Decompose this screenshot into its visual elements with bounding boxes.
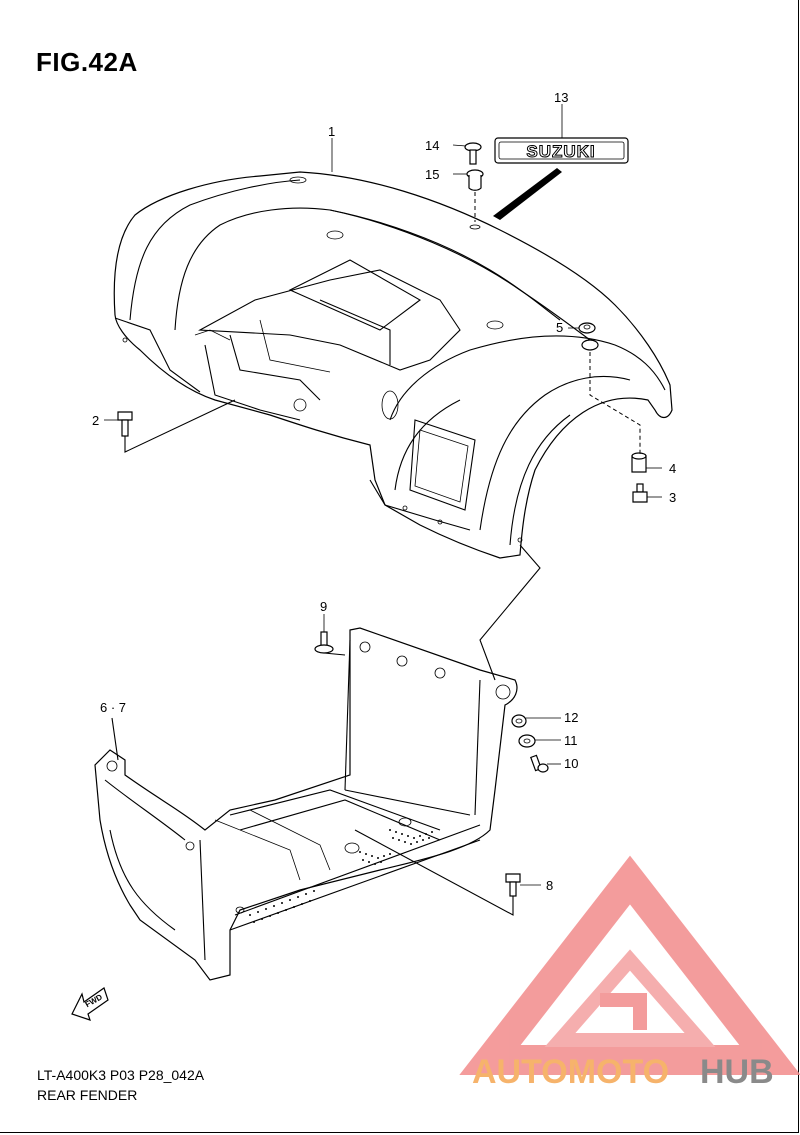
callout-2: 2: [92, 413, 99, 428]
callout-13: 13: [554, 90, 568, 105]
footrest-part: [94, 627, 518, 981]
watermark-logo: [459, 855, 800, 1075]
forward-direction-arrow: FWD: [71, 987, 109, 1021]
callout-14: 14: [425, 138, 439, 153]
callout-5: 5: [556, 320, 563, 335]
callout-6-7: 6 · 7: [100, 700, 126, 715]
callout-10: 10: [564, 756, 578, 771]
callout-8: 8: [546, 878, 553, 893]
watermark-text: AUTOMOTO HUB: [472, 1053, 774, 1091]
suzuki-decal-text: SUZUKI: [526, 142, 595, 161]
callout-3: 3: [669, 490, 676, 505]
washer-part-11: [518, 734, 536, 748]
callout-4: 4: [669, 461, 676, 476]
callout-labels: 1 2 3 4 5 6 · 7 8 9 10 11 12 13 14 15: [92, 90, 676, 893]
suzuki-decal-part: SUZUKI: [493, 137, 629, 220]
bolt-part-10: [530, 754, 549, 773]
bolt-part-8: [505, 873, 521, 897]
callout-1: 1: [328, 124, 335, 139]
watermark-part2: HUB: [700, 1053, 774, 1091]
callout-9: 9: [320, 599, 327, 614]
figure-title: FIG.42A: [36, 47, 138, 77]
grommet-part-15: [466, 169, 484, 191]
figure-name: REAR FENDER: [37, 1087, 138, 1103]
collar-part-4: [631, 452, 647, 473]
rear-fender-part: [113, 171, 673, 559]
screw-part-14: [464, 142, 482, 165]
callout-15: 15: [425, 167, 439, 182]
callout-12: 12: [564, 710, 578, 725]
clip-part-9: [314, 631, 334, 654]
grommet-part-5: [578, 322, 596, 334]
bolt-part-2: [117, 411, 133, 437]
callout-11: 11: [564, 733, 578, 748]
watermark-part1: AUTOMOTO: [472, 1053, 669, 1091]
nut-part-12: [511, 714, 527, 728]
bolt-part-3: [632, 483, 648, 503]
figure-code: LT-A400K3 P03 P28_042A: [37, 1067, 205, 1083]
